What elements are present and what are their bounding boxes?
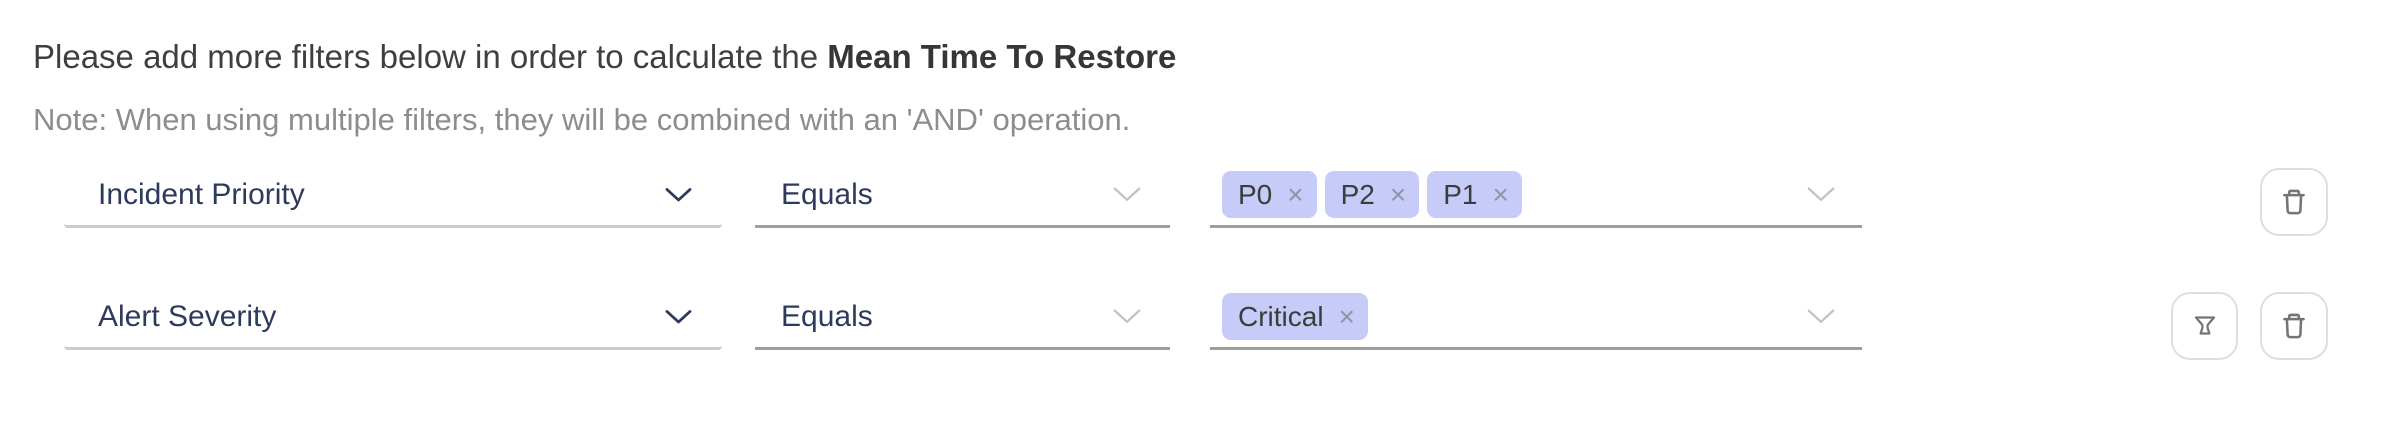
value-tag-label: P0 (1238, 178, 1273, 210)
value-tag: P1 × (1427, 171, 1522, 218)
instructions-text: Please add more filters below in order t… (33, 39, 1176, 75)
value-tag-label: Critical (1238, 300, 1324, 332)
trash-icon (2283, 313, 2305, 339)
chevron-down-icon (1113, 187, 1141, 201)
filters-note: Note: When using multiple filters, they … (33, 102, 1131, 137)
operator-select[interactable]: Equals (755, 286, 1170, 350)
operator-select-value: Equals (781, 299, 873, 333)
value-tag: Critical × (1222, 293, 1368, 340)
apply-filter-button[interactable] (2171, 292, 2238, 360)
delete-filter-button[interactable] (2260, 168, 2328, 236)
attribute-select-value: Incident Priority (98, 177, 305, 211)
attribute-select-incident-priority[interactable]: Incident Priority (64, 164, 722, 228)
value-tag-label: P1 (1443, 178, 1478, 210)
trash-icon (2283, 189, 2305, 215)
chevron-down-icon (665, 187, 692, 201)
attribute-select-value: Alert Severity (98, 299, 277, 333)
remove-tag-icon[interactable]: × (1389, 178, 1407, 210)
attribute-select-alert-severity[interactable]: Alert Severity (64, 286, 722, 350)
metric-name: Mean Time To Restore (827, 38, 1177, 75)
values-multiselect[interactable]: Critical × (1210, 286, 1862, 350)
remove-tag-icon[interactable]: × (1338, 300, 1355, 332)
instructions-prefix: Please add more filters below in order t… (33, 38, 828, 75)
chevron-down-icon (665, 309, 692, 323)
chevron-down-icon (1807, 309, 1835, 323)
funnel-icon (2194, 316, 2215, 335)
delete-filter-button[interactable] (2260, 292, 2328, 360)
remove-tag-icon[interactable]: × (1492, 178, 1509, 210)
selected-values: P0 × P2 × P1 × (1222, 171, 1522, 218)
chevron-down-icon (1113, 309, 1141, 323)
chevron-down-icon (1807, 187, 1835, 201)
operator-select-value: Equals (781, 177, 873, 211)
values-multiselect[interactable]: P0 × P2 × P1 × (1210, 164, 1862, 228)
operator-select[interactable]: Equals (755, 164, 1170, 228)
value-tag: P2 × (1324, 171, 1420, 218)
value-tag-label: P2 (1340, 178, 1375, 210)
value-tag: P0 × (1222, 171, 1317, 218)
remove-tag-icon[interactable]: × (1287, 178, 1304, 210)
selected-values: Critical × (1222, 293, 1368, 340)
